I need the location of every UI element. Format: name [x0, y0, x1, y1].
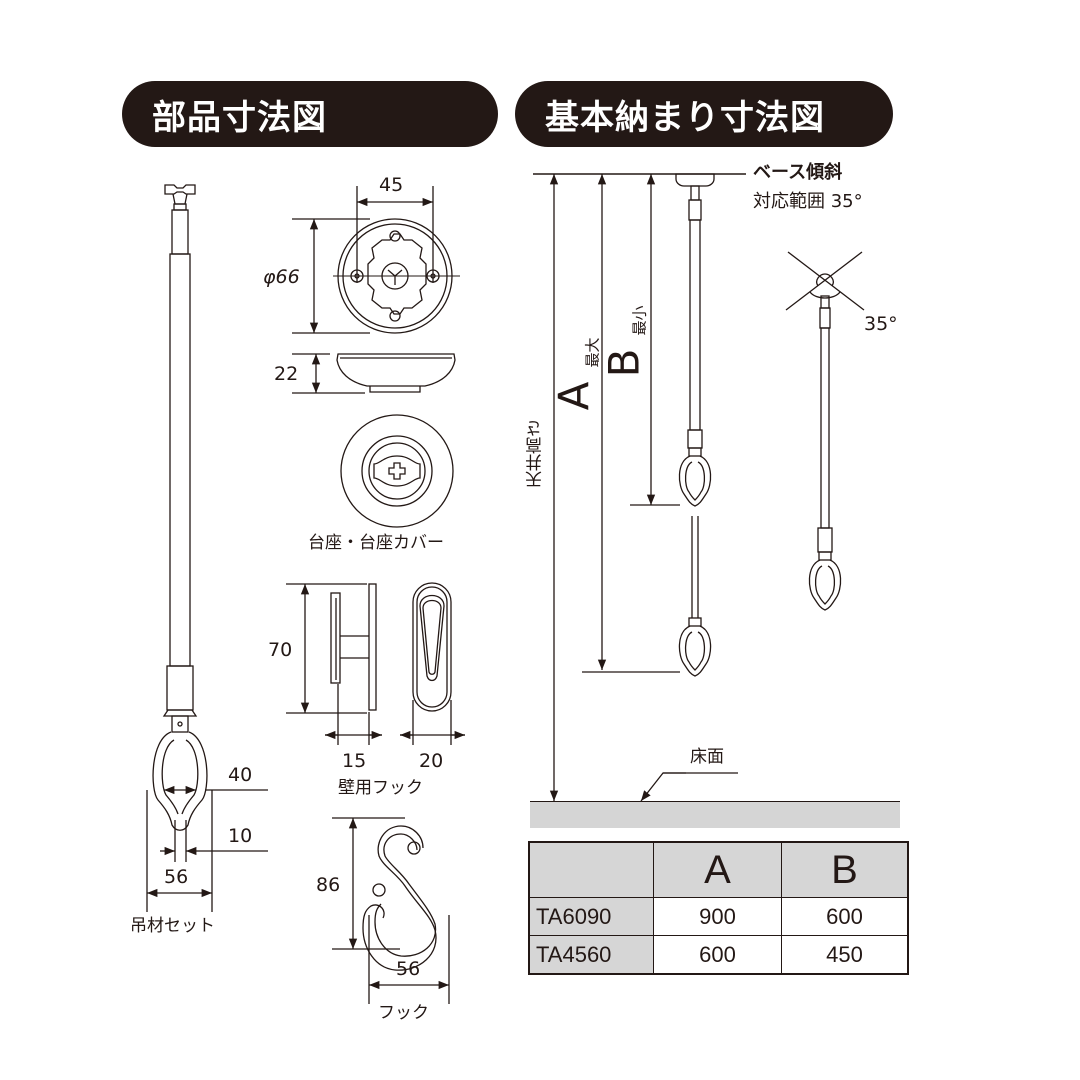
installation-drawing: [533, 173, 865, 802]
tilt-angle: 35°: [864, 313, 898, 335]
table-header-row: A B: [528, 841, 909, 898]
wall-hook-caption: 壁用フック: [338, 778, 423, 798]
spec-table: A B TA6090 900 600 TA4560 600 450: [528, 841, 909, 975]
s-hook-drawing: [332, 817, 450, 1004]
b-cell: 450: [781, 935, 909, 975]
wall-hook-drawing: [286, 582, 465, 745]
hanger-gap-dimension: 10: [228, 825, 253, 847]
floor-label: 床面: [690, 747, 724, 767]
a-cell: 900: [653, 897, 782, 936]
floor-surface: [530, 801, 900, 828]
tilt-title: ベース傾斜: [753, 162, 843, 183]
a-cell: 600: [653, 935, 782, 975]
wall-hook-width-dimension: 20: [419, 750, 444, 772]
hook-height-dimension: 86: [316, 874, 341, 896]
hook-caption: フック: [378, 1003, 429, 1023]
hook-width-dimension: 56: [396, 958, 421, 980]
installation-dimensions-title: 基本納まり寸法図: [545, 97, 825, 138]
base-top-view: [292, 186, 460, 334]
hanger-outer-width-dimension: 56: [164, 866, 189, 888]
hanger-set-caption: 吊材セット: [130, 916, 215, 936]
table-header-a: A: [653, 841, 782, 898]
table-header-b: B: [781, 841, 909, 898]
installation-dimensions-header: 基本納まり寸法図: [515, 81, 893, 147]
hanger-inner-width-dimension: 40: [228, 764, 253, 786]
wall-hook-height-dimension: 70: [268, 639, 293, 661]
dimension-b-sub: 最小: [630, 305, 649, 336]
table-header-empty: [528, 841, 654, 898]
parts-dimensions-header: 部品寸法図: [122, 81, 498, 147]
dimension-b-label: B: [599, 348, 649, 378]
base-side-view: [292, 353, 456, 394]
base-cover-view: [340, 414, 454, 528]
wall-hook-depth-dimension: 15: [342, 750, 367, 772]
base-height-dimension: 22: [274, 363, 299, 385]
hanger-pole-drawing: [146, 184, 268, 912]
dimension-a-label: A: [549, 381, 599, 411]
table-row: TA4560 600 450: [528, 935, 909, 975]
dimension-a-sub: 最大: [583, 337, 602, 368]
base-width-dimension: 45: [379, 174, 404, 196]
model-cell: TA4560: [528, 935, 654, 975]
base-diameter-dimension: φ66: [263, 266, 300, 288]
tilt-range: 対応範囲 35°: [753, 191, 863, 212]
base-cover-caption: 台座・台座カバー: [308, 533, 444, 553]
b-cell: 600: [781, 897, 909, 936]
ceiling-height-label: 天井高さ: [526, 420, 546, 488]
model-cell: TA6090: [528, 897, 654, 936]
parts-dimensions-title: 部品寸法図: [152, 97, 327, 138]
table-row: TA6090 900 600: [528, 897, 909, 936]
